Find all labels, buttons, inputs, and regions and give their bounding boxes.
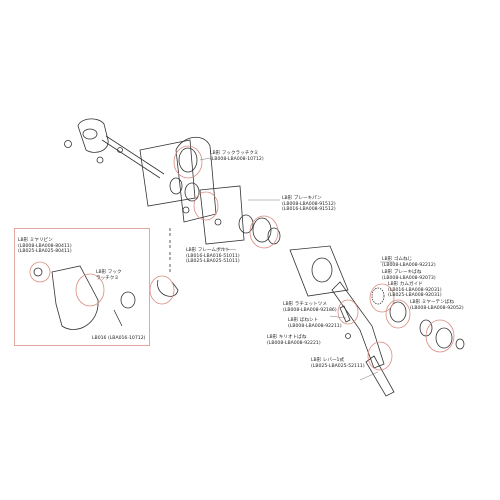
- callout-hook-latch-2: LB形 フックラッチクミ: [96, 270, 122, 281]
- callout-inset-left: LB形 ミヤリピン(LB008-LBA008-80411)(LB025-LBA0…: [18, 238, 72, 255]
- lower-hook: [157, 279, 179, 297]
- top-pin-3: [117, 147, 123, 153]
- lever-grip: [365, 355, 395, 397]
- gear-2: [184, 182, 200, 202]
- callout-frame: LB形 フレームボルト(LB016-LBA016-51011)(LB025-LB…: [186, 248, 240, 265]
- callout-pawl-spring-2: LB形 キリオトばね(LB008-LBA008-92221): [267, 335, 321, 346]
- frame-assembly: [199, 185, 245, 245]
- inset-latch: [120, 291, 136, 309]
- lever-housing: [289, 245, 349, 297]
- hook-block-top: [178, 147, 198, 173]
- ratchet-wheel: [311, 257, 333, 283]
- gear-1: [169, 177, 183, 195]
- callout-nut: LB形 ゴムねじ(LB008-LBA008-92212): [382, 257, 436, 268]
- brake-disc-3: [267, 227, 281, 245]
- top-pin-2: [96, 156, 104, 164]
- brake-disc-1: [238, 214, 254, 234]
- inset-pin: [33, 267, 43, 277]
- callout-hook-latch-1: LB形 フックラッチクミ(LB008-LBA008-10712): [210, 151, 264, 162]
- detail-inset-frame: [14, 228, 150, 346]
- top-pin-1: [64, 140, 72, 148]
- frame-bolt-2: [214, 218, 222, 226]
- callout-bearing: LB形 ミヤーテンばね(LB008-LBA008-92052): [410, 300, 464, 311]
- side-plate-left: [139, 139, 196, 207]
- callout-brake-pan: LB形 ブレーキパン(LB008-LBA008-91512)(LB016-LBA…: [282, 196, 336, 213]
- side-plate-mid: [175, 137, 217, 223]
- ratchet-pawl: [339, 305, 351, 323]
- callout-pawl-spring: LB形 ばねシト(LB008-LBA008-92211): [288, 318, 342, 329]
- callout-brake-spring: LB形 ブレーキばね(LB008-LBA008-92073): [382, 270, 436, 281]
- end-cap: [455, 338, 465, 350]
- callout-inset-bottom: LB016 (LBA016-10712): [92, 336, 146, 341]
- inset-bolt: [113, 309, 123, 327]
- top-hook-body: [77, 118, 109, 153]
- brake-spring: [371, 287, 385, 305]
- pawl-spring: [345, 333, 351, 339]
- cam-guide: [389, 301, 407, 323]
- frame-bolt: [182, 206, 190, 214]
- top-hook-eye: [82, 128, 98, 140]
- callout-lever: LB形 レバー1式(LB025-LBA025-52111): [311, 358, 365, 369]
- top-shaft: [101, 135, 165, 179]
- brake-disc-2: [252, 217, 272, 243]
- callout-ratchet-pawl: LB形 ラチェットツメ(LB008-LBA008-92186): [283, 302, 337, 313]
- inset-hook: [51, 265, 99, 330]
- callout-cam-guide: LB形 カムガイド(LB016-LBA008-92031)(LB025-LBA0…: [388, 282, 442, 299]
- bearing-2: [435, 327, 453, 349]
